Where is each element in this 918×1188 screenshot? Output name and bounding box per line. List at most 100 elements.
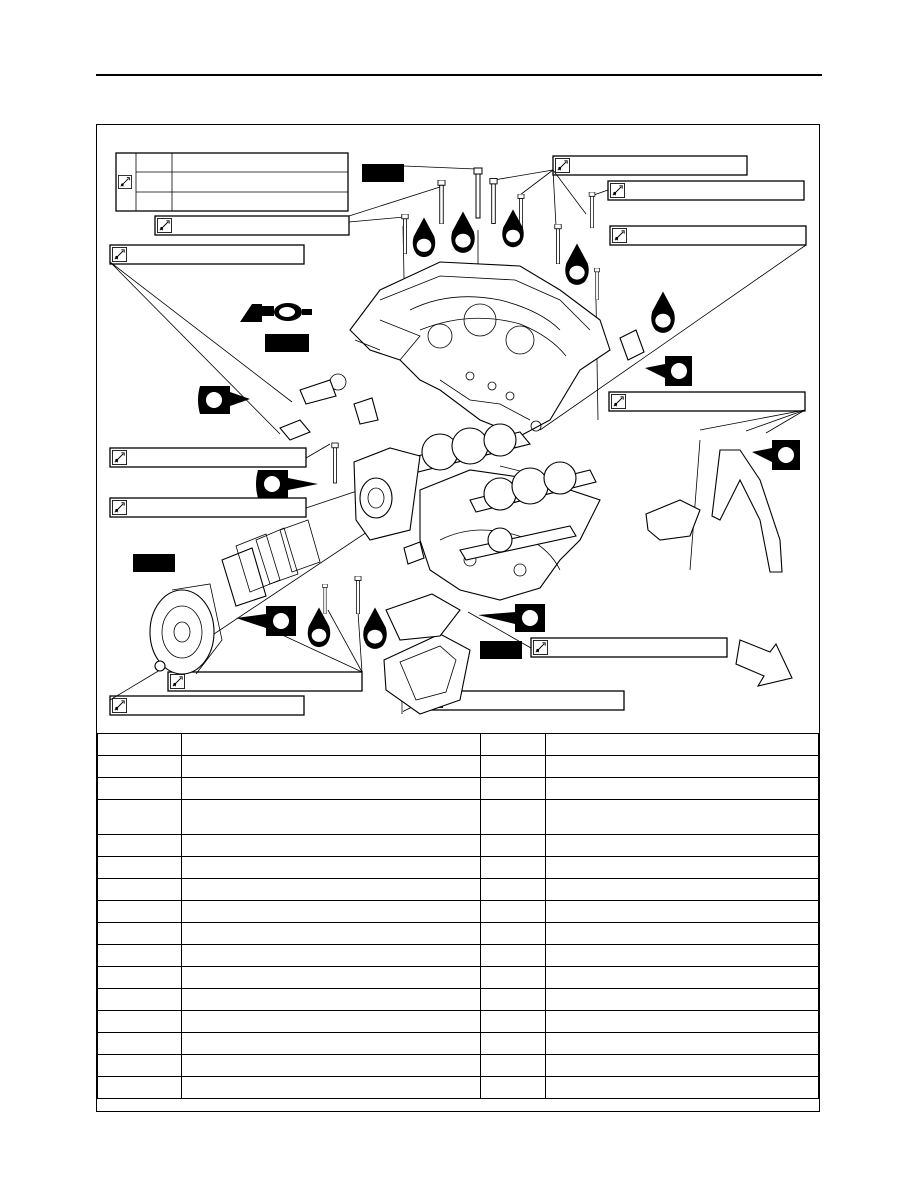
header-rule (96, 74, 822, 76)
table-cell (544, 944, 820, 967)
table-row (96, 834, 820, 857)
table-row (96, 1076, 820, 1099)
table-cell (96, 988, 183, 1011)
spec-boxes (109, 155, 807, 716)
table-cell (544, 777, 820, 800)
table-row (96, 1054, 820, 1077)
table-cell (96, 900, 183, 923)
table-cell (181, 1076, 482, 1099)
table-cell (96, 1032, 183, 1055)
table-cell (544, 988, 820, 1011)
table-cell (480, 777, 546, 800)
table-cell (480, 1076, 546, 1099)
table-cell (480, 1010, 546, 1033)
table-cell (544, 799, 820, 835)
table-cell (181, 1032, 482, 1055)
table-row (96, 922, 820, 945)
table-cell (480, 799, 546, 835)
oil-icon (565, 243, 589, 285)
table-cell (181, 799, 482, 835)
upper-crankcase (349, 261, 611, 437)
table-header-cell (544, 733, 820, 756)
table-row (96, 755, 820, 778)
torque-spec-table (115, 152, 349, 212)
table-row (96, 900, 820, 923)
direction-arrow-icon (735, 639, 793, 687)
table-cell (544, 878, 820, 901)
table-cell (544, 755, 820, 778)
end-cover (149, 583, 223, 675)
table-cell (480, 1054, 546, 1077)
table-cell (544, 1054, 820, 1077)
oil-pan (383, 541, 471, 715)
table-cell (96, 966, 183, 989)
table-cell (544, 966, 820, 989)
oil-icon (651, 291, 675, 333)
table-cell (96, 1054, 183, 1077)
table-row (96, 988, 820, 1011)
table-header-cell (480, 733, 546, 756)
parts-table (96, 733, 820, 1099)
new-part-labels (133, 164, 522, 659)
table-cell (480, 900, 546, 923)
table-header-row (96, 733, 820, 756)
table-row (96, 1010, 820, 1033)
table-cell (96, 834, 183, 857)
table-row (96, 777, 820, 800)
table-cell (181, 777, 482, 800)
table-cell (181, 878, 482, 901)
table-row (96, 799, 820, 835)
table-cell (480, 1032, 546, 1055)
wrench-torque-icon (118, 175, 132, 189)
table-cell (544, 900, 820, 923)
table-cell (544, 1032, 820, 1055)
oil-icon (363, 607, 387, 649)
table-cell (181, 1010, 482, 1033)
table-row (96, 1032, 820, 1055)
table-cell (96, 777, 183, 800)
table-row (96, 878, 820, 901)
table-cell (544, 922, 820, 945)
table-cell (544, 1076, 820, 1099)
table-cell (96, 1010, 183, 1033)
table-header-cell (96, 733, 183, 756)
oil-icons (198, 209, 800, 649)
chain-guides (619, 329, 783, 573)
table-cell (181, 1054, 482, 1077)
table-cell (181, 988, 482, 1011)
table-row (96, 966, 820, 989)
table-cell (480, 856, 546, 879)
table-row (96, 944, 820, 967)
table-cell (96, 755, 183, 778)
table-cell (544, 1010, 820, 1033)
table-cell (480, 834, 546, 857)
table-cell (181, 834, 482, 857)
gaskets (221, 519, 321, 607)
figure-frame (96, 124, 820, 1112)
oil-icon (307, 607, 331, 648)
table-cell (181, 755, 482, 778)
oil-icon (451, 211, 475, 253)
table-cell (181, 900, 482, 923)
table-cell (480, 966, 546, 989)
left-side-parts (279, 373, 421, 541)
table-cell (181, 966, 482, 989)
table-cell (544, 856, 820, 879)
grease-icon (240, 303, 312, 322)
table-cell (181, 856, 482, 879)
table-cell (480, 988, 546, 1011)
table-cell (181, 922, 482, 945)
crankcase-exploded-diagram (97, 125, 819, 733)
table-cell (544, 834, 820, 857)
table-cell (181, 944, 482, 967)
table-header-cell (181, 733, 482, 756)
table-cell (96, 799, 183, 835)
table-cell (96, 944, 183, 967)
table-row (96, 856, 820, 879)
table-cell (96, 856, 183, 879)
table-cell (480, 878, 546, 901)
table-cell (96, 878, 183, 901)
table-cell (96, 922, 183, 945)
table-cell (480, 922, 546, 945)
table-cell (480, 944, 546, 967)
